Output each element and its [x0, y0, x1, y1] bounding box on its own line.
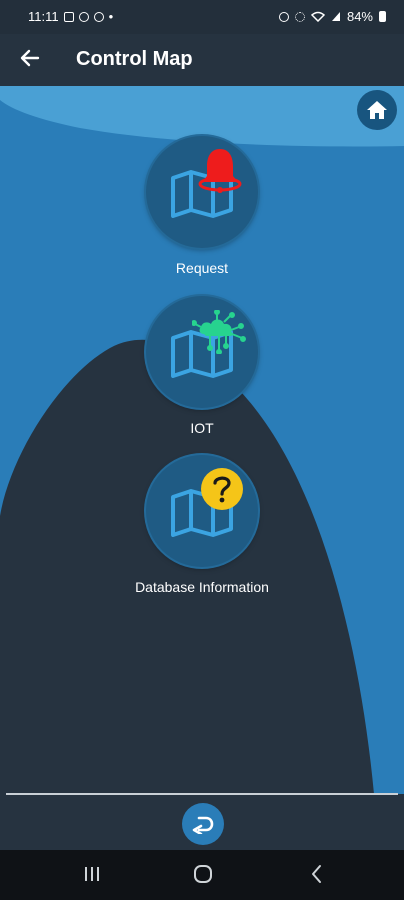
iot-button[interactable]	[146, 296, 258, 408]
at-sign-icon	[93, 11, 104, 22]
status-dot: •	[108, 9, 114, 24]
battery-icon	[379, 11, 386, 22]
database-information-label: Database Information	[135, 579, 269, 595]
recent-apps-icon[interactable]	[83, 864, 101, 884]
request-menu-item[interactable]: Request	[0, 136, 404, 276]
status-time: 11:11	[28, 9, 59, 24]
signal-icon	[331, 12, 340, 21]
home-nav-icon[interactable]	[193, 864, 213, 884]
undo-icon	[192, 816, 214, 834]
whatsapp-icon	[78, 11, 89, 22]
home-button[interactable]	[357, 90, 397, 130]
back-arrow-icon[interactable]	[18, 46, 42, 70]
home-icon	[367, 101, 387, 119]
request-button[interactable]	[146, 136, 258, 248]
iot-label: IOT	[190, 420, 214, 436]
undo-button[interactable]	[182, 803, 224, 845]
bluetooth-icon	[294, 11, 305, 22]
iot-menu-item[interactable]: IOT	[0, 296, 404, 436]
database-information-button[interactable]	[146, 455, 258, 567]
system-nav-bar	[0, 850, 404, 900]
gallery-icon	[63, 11, 74, 22]
divider	[6, 793, 398, 795]
status-bar: 11:11 • 84%	[0, 0, 404, 34]
battery-percent: 84%	[346, 9, 373, 24]
map-icon	[171, 330, 233, 378]
wifi-icon	[310, 11, 325, 22]
bell-icon	[198, 149, 242, 193]
page-title: Control Map	[76, 48, 193, 70]
cloud-network-icon	[192, 310, 246, 354]
request-label: Request	[175, 260, 229, 276]
app-bar: Control Map	[0, 34, 404, 86]
back-nav-icon[interactable]	[310, 864, 324, 884]
question-icon	[201, 468, 243, 510]
content-area: Request IOT	[0, 86, 404, 794]
database-information-menu-item[interactable]: Database Information	[0, 455, 404, 595]
alarm-icon	[278, 11, 289, 22]
map-icon	[171, 170, 233, 218]
